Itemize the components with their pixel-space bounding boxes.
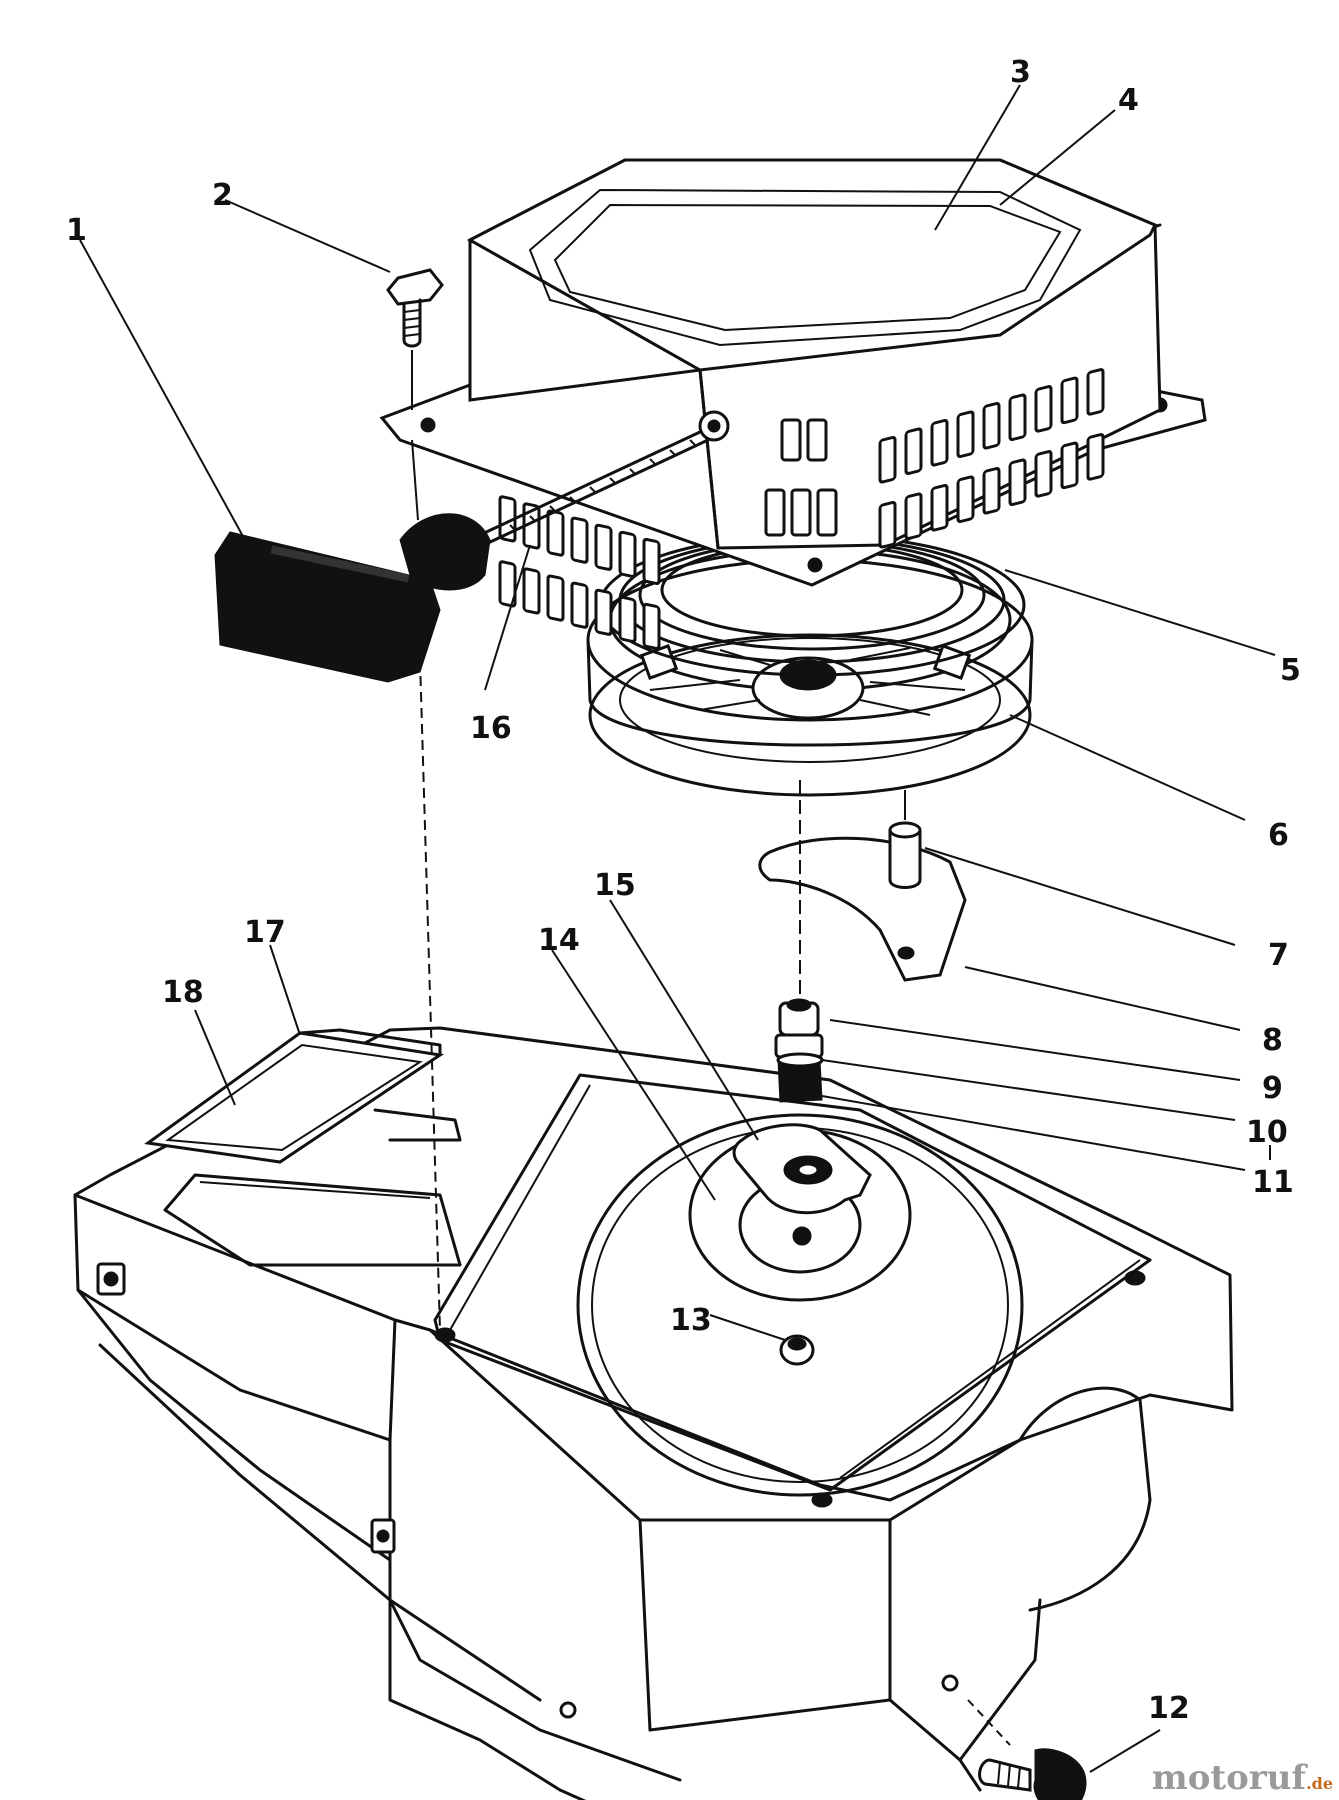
starter-handle [214,513,491,683]
vent-slots-left [498,495,661,651]
vent-slot [1034,385,1053,433]
callout-14: 14 [538,923,580,958]
vent-slot [982,467,1001,515]
callout-7: 7 [1268,938,1289,973]
callout-12: 12 [1148,1691,1190,1726]
center-shaft-bolt [774,998,824,1103]
vent-slot [1086,433,1105,481]
rewind-pulley [586,548,1034,797]
watermark-logo: motoruf.de [1152,1758,1333,1798]
callout-17: 17 [244,915,286,950]
callout-15: 15 [594,868,636,903]
vent-slot [570,581,589,629]
callout-3: 3 [1010,55,1031,90]
callout-5: 5 [1280,653,1301,688]
vent-slot [1086,368,1105,416]
callout-leaders [79,84,1276,1773]
vent-slot [904,427,923,475]
vent-slot [1034,450,1053,498]
assembly-lines [411,350,1011,1746]
callout-1: 1 [66,213,87,248]
callout-9: 9 [1262,1071,1283,1106]
vent-slot [498,560,517,608]
vent-slot [546,574,565,622]
vent-slot [930,418,949,467]
vent-slot [956,410,975,459]
vent-slot [618,530,637,578]
callout-10: 10 [1246,1115,1288,1150]
callout-2: 2 [212,178,233,213]
vent-slot [642,602,661,651]
callout-6: 6 [1268,818,1289,853]
engine-shroud [73,1026,1234,1800]
vent-slot [930,483,949,532]
vent-slot [618,595,637,643]
callout-8: 8 [1262,1023,1283,1058]
vent-slot [1008,393,1027,442]
vent-slot [522,502,541,550]
watermark-suffix: .de [1306,1774,1333,1793]
vent-slot [982,402,1001,450]
callout-18: 18 [162,975,204,1010]
vent-slots-right [878,368,1105,549]
pawl-and-pin [758,821,967,982]
callout-labels: 1 2 3 4 5 6 7 8 9 10 11 12 13 14 15 16 1… [66,55,1301,1726]
vent-slot [594,523,613,571]
vent-slot [1060,376,1079,425]
vent-slot [904,492,923,540]
vent-slot [546,509,565,557]
callout-11: 11 [1252,1165,1294,1200]
callout-16: 16 [470,711,512,746]
starter-housing [379,158,1207,651]
vent-slot [642,537,661,586]
watermark-brand: motoruf [1151,1758,1307,1798]
vent-slot [498,495,517,543]
bolt-2 [386,268,444,348]
vent-slot [594,588,613,636]
vent-slot [1060,441,1079,490]
vent-slot [878,435,897,484]
intake-screen [144,1028,462,1164]
starter-rope [478,430,710,545]
retainer-and-brake [732,1123,872,1215]
vent-slot [570,516,589,564]
callout-13: 13 [670,1303,712,1338]
bolt-12 [978,1748,1087,1800]
vent-slot [956,475,975,524]
vent-slot [1008,458,1027,507]
vent-slot [522,567,541,615]
washer-13 [779,1334,815,1366]
callout-4: 4 [1118,83,1139,118]
vent-slot [878,500,897,549]
